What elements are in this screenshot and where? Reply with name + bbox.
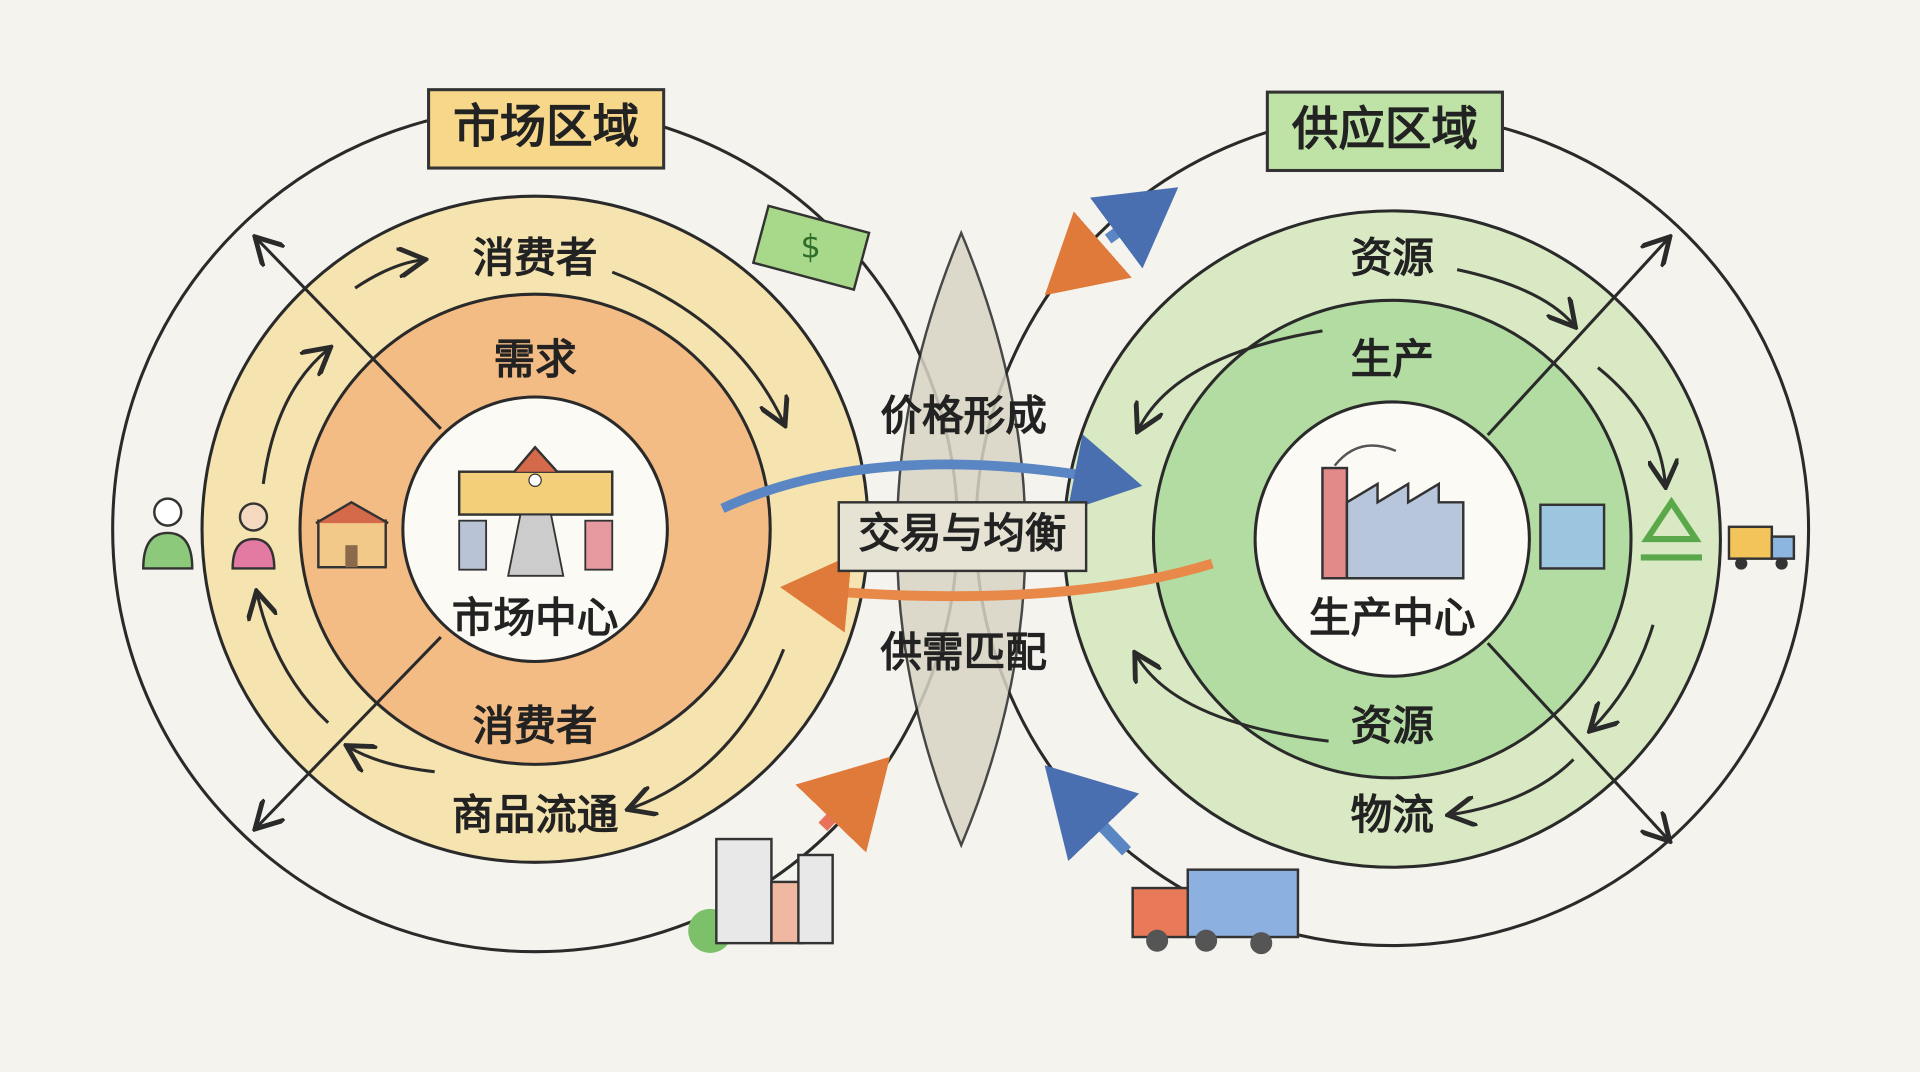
recycle-icon — [1640, 496, 1703, 561]
delivery-truck-icon — [1131, 868, 1300, 955]
exchange-arrow-blue — [1090, 187, 1179, 269]
overlap-middle-box: 交易与均衡 — [837, 501, 1088, 573]
supply-inner-top-label: 生产 — [1351, 335, 1434, 384]
supply-center-label: 生产中心 — [1309, 593, 1476, 642]
market-ring-top-label: 消费者 — [473, 233, 598, 282]
flow-arrow-orange — [780, 554, 1214, 633]
up-arrow-red — [795, 756, 891, 853]
factory-icon — [1321, 444, 1465, 580]
cycle-arrows — [257, 260, 1665, 815]
money-icon: $ — [751, 204, 871, 292]
supply-inner-bottom-label: 资源 — [1351, 701, 1435, 750]
up-arrow-blue — [1044, 765, 1140, 862]
truck-icon-small — [1727, 525, 1796, 570]
person-icon-pink — [231, 502, 276, 570]
building-icon — [315, 500, 389, 569]
overlap-bottom-label: 供需匹配 — [880, 627, 1047, 676]
market-ring-bottom-label: 商品流通 — [452, 790, 619, 839]
city-buildings-icon — [688, 837, 834, 953]
exchange-arrow-red — [1044, 211, 1132, 296]
supply-ring-top-label: 资源 — [1351, 233, 1435, 282]
person-icon-green — [142, 497, 194, 570]
flow-arrow-blue — [720, 434, 1143, 513]
supply-zone-title: 供应区域 — [1265, 90, 1504, 173]
office-building-icon — [1539, 503, 1606, 570]
svg-text:供应区域: 供应区域 — [1292, 102, 1478, 156]
market-center-label: 市场中心 — [452, 593, 619, 642]
svg-text:交易与均衡: 交易与均衡 — [858, 509, 1066, 558]
market-inner-bottom-label: 消费者 — [473, 701, 598, 750]
radial-arrows — [257, 239, 1668, 839]
overlap-top-label: 价格形成 — [880, 391, 1047, 440]
market-hall-icon — [457, 445, 614, 577]
supply-ring-bottom-label: 物流 — [1351, 790, 1434, 839]
svg-text:$: $ — [800, 227, 820, 265]
svg-text:市场区域: 市场区域 — [453, 100, 639, 154]
market-inner-top-label: 需求 — [493, 335, 577, 384]
market-zone-title: 市场区域 — [427, 88, 666, 170]
